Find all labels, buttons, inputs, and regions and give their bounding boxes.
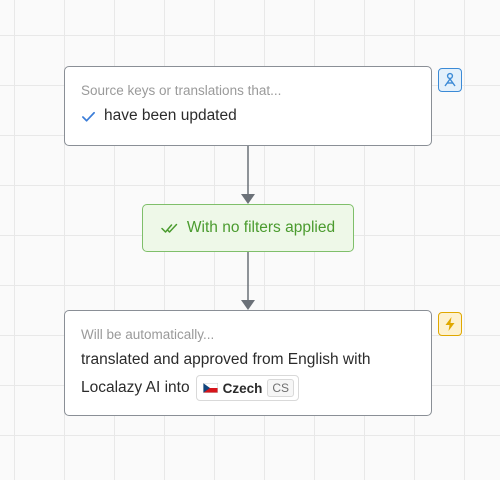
lightning-icon[interactable]	[438, 312, 462, 336]
users-route-icon[interactable]	[438, 68, 462, 92]
trigger-condition: have been updated	[81, 107, 237, 125]
czech-flag-icon	[202, 383, 218, 393]
filter-label: With no filters applied	[186, 219, 336, 236]
trigger-condition-label: have been updated	[104, 107, 237, 124]
users-route-glyph	[444, 72, 456, 87]
lightning-glyph	[445, 317, 455, 331]
action-description: translated and approved from English wit…	[81, 351, 371, 368]
action-target-prefix: Localazy AI into	[81, 379, 190, 396]
action-caption: Will be automatically...	[81, 327, 215, 342]
language-code: CS	[267, 379, 295, 397]
action-target: Localazy AI into Czech CS	[81, 375, 300, 401]
trigger-caption: Source keys or translations that...	[81, 83, 282, 98]
action-card[interactable]: Will be automatically... translated and …	[64, 310, 432, 416]
check-icon	[82, 111, 95, 122]
double-check-icon	[161, 223, 178, 233]
filter-card[interactable]: With no filters applied	[142, 204, 354, 252]
flow-connector	[241, 146, 255, 204]
language-chip[interactable]: Czech CS	[195, 375, 300, 401]
trigger-card[interactable]: Source keys or translations that... have…	[64, 66, 432, 146]
flow-connector	[241, 252, 255, 310]
language-name: Czech	[222, 380, 263, 396]
